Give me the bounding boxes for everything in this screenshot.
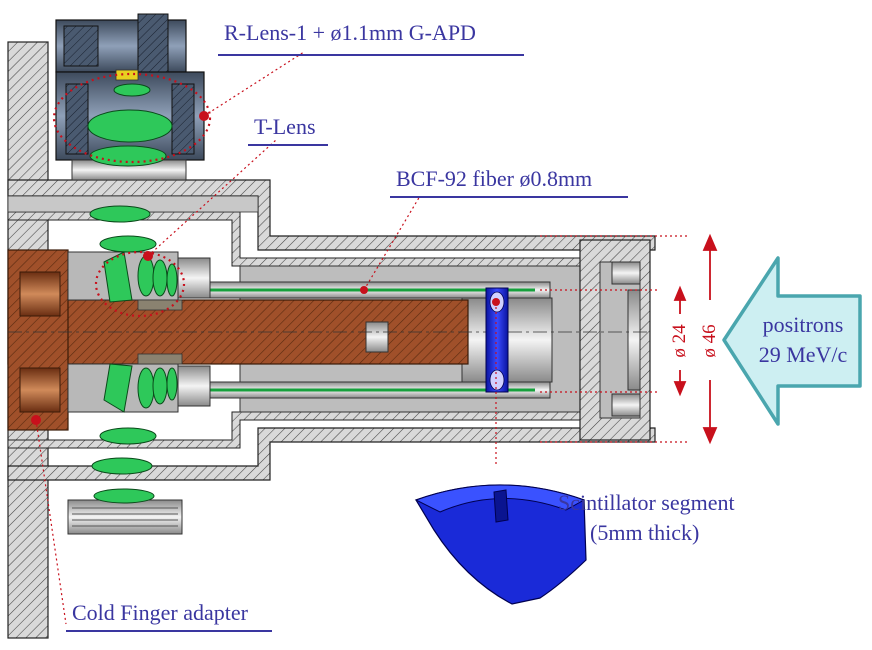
- bottom-fitting: [67, 488, 183, 535]
- dimension-arrows: [673, 233, 718, 445]
- end-cap: [579, 239, 651, 441]
- bcf92-fibers: [150, 288, 535, 392]
- scintillator-segment: [414, 484, 587, 605]
- t-lens-label: T-Lens: [254, 114, 316, 139]
- r-lens-label: R-Lens-1 + ø1.1mm G-APD: [224, 20, 476, 45]
- scintillator-label-line2: (5mm thick): [590, 520, 700, 545]
- inner-diameter-label: ø 24: [669, 324, 690, 358]
- fiber-underline: [390, 196, 628, 198]
- leader-annotations: [52, 72, 212, 318]
- r-lens-assembly: [55, 13, 205, 181]
- r-lens-underline: [218, 54, 524, 56]
- copper-finger: [7, 249, 650, 431]
- t-lens-underline: [248, 144, 328, 146]
- beam-label-line1: positrons: [762, 312, 844, 337]
- positron-beam-arrow: [722, 256, 862, 426]
- cold-finger-underline: [66, 630, 272, 632]
- beam-label-line2: 29 MeV/c: [758, 342, 848, 367]
- outer-diameter-label: ø 46: [699, 324, 720, 358]
- scintillator-ring: [485, 287, 509, 393]
- housing-lenses: [89, 205, 157, 475]
- cold-finger-label: Cold Finger adapter: [72, 600, 248, 625]
- scintillator-label-line1: Scintillator segment: [558, 490, 735, 515]
- fiber-label: BCF-92 fiber ø0.8mm: [396, 166, 593, 191]
